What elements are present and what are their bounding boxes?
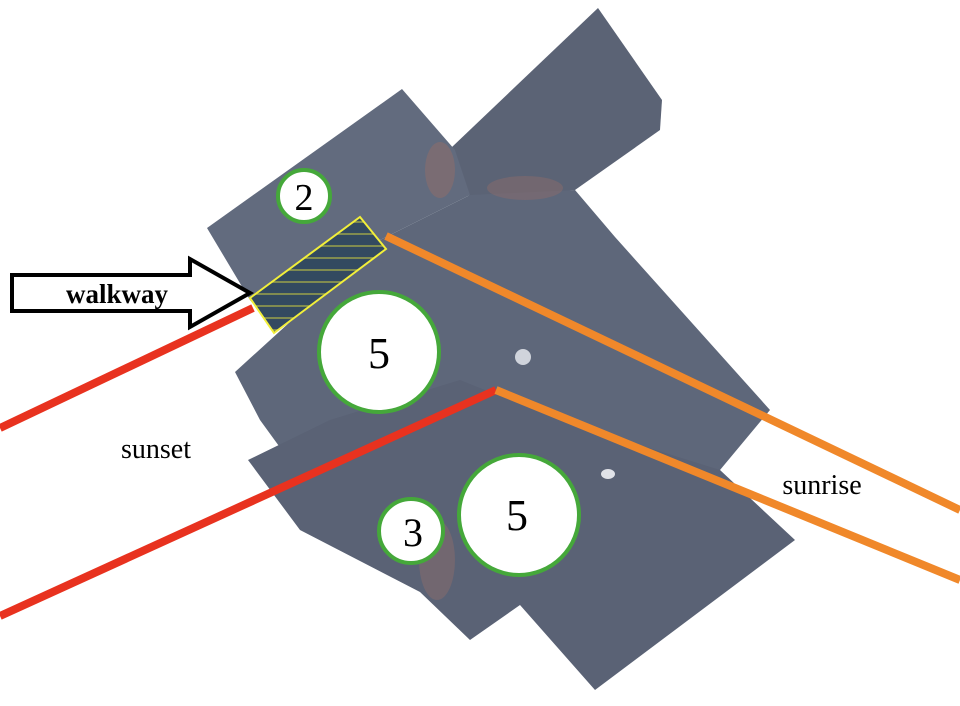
sunrise-line-lower (494, 386, 960, 584)
roof-aerial-image (207, 8, 795, 690)
roof-section-top (452, 8, 662, 200)
marker-5-upper-value: 5 (368, 329, 390, 378)
marker-3: 3 (377, 497, 445, 565)
roof-vent (515, 349, 531, 365)
marker-2-value: 2 (295, 177, 314, 219)
walkway-arrow-icon (10, 255, 255, 331)
sunrise-label: sunrise (782, 470, 861, 501)
marker-3-value: 3 (403, 510, 423, 555)
sunset-line-lower (0, 386, 498, 620)
marker-5-upper: 5 (317, 290, 441, 414)
marker-5-lower: 5 (457, 453, 581, 577)
sunset-label: sunset (121, 434, 191, 465)
marker-2: 2 (276, 168, 332, 224)
roof-vent (601, 469, 615, 479)
roof-stain (487, 176, 563, 200)
walkway-area (248, 215, 388, 335)
roof-stain (425, 142, 455, 198)
marker-5-lower-value: 5 (506, 491, 528, 540)
walkway-label: walkway (66, 279, 169, 309)
sunset-line-upper (0, 304, 255, 432)
sunrise-line-upper (384, 232, 960, 514)
roof-section-upper-left (207, 89, 470, 330)
